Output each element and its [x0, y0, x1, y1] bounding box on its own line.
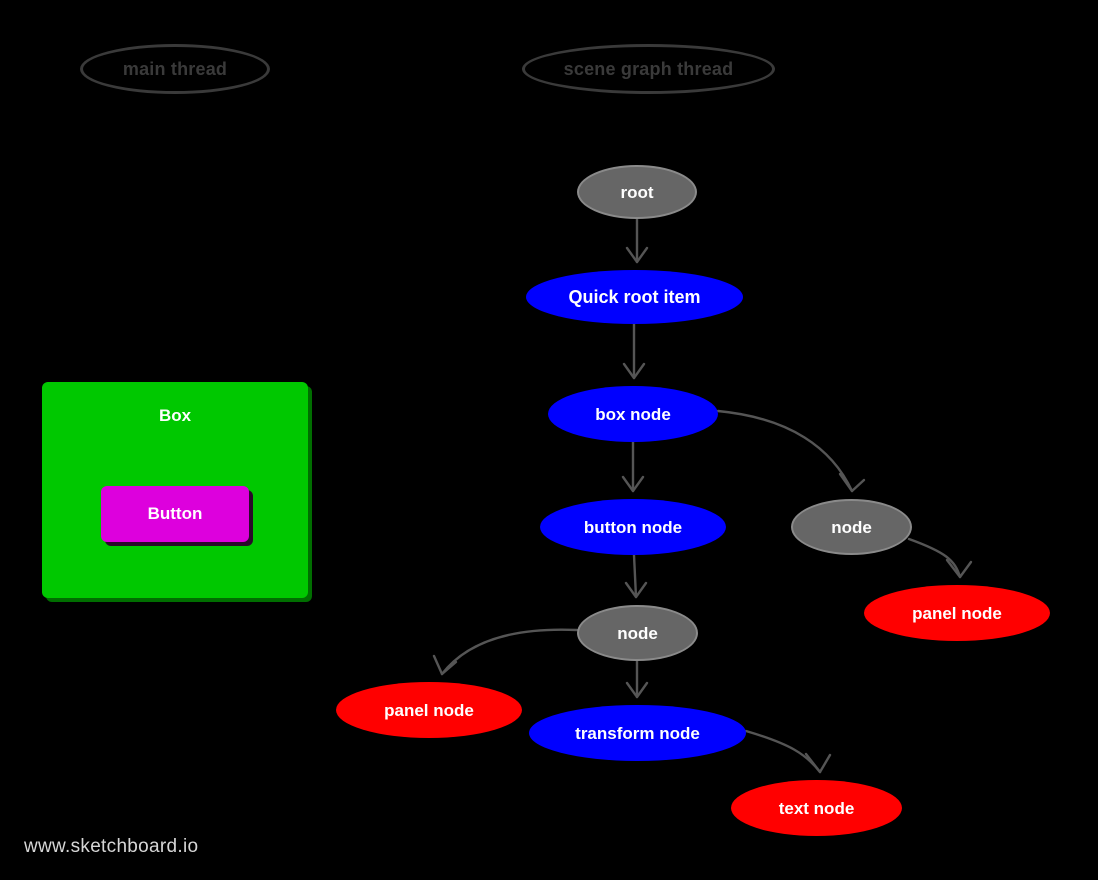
graph-node-label: text node — [778, 798, 855, 818]
graph-node-label: Quick root item — [568, 287, 701, 307]
edge-node-left-to-panel-node-left — [440, 628, 579, 676]
graph-node-label: node — [617, 623, 658, 643]
graph-node-quick-root-item[interactable]: Quick root item — [526, 270, 743, 324]
sketchboard-watermark: www.sketchboard.io — [24, 836, 199, 857]
edge-transform-node-to-text-node — [744, 729, 822, 774]
thread-lane-main-thread[interactable]: main thread — [80, 44, 270, 94]
arrowhead-icon — [945, 558, 973, 579]
graph-node-transform-node[interactable]: transform node — [529, 705, 746, 761]
ui-box-title: Box — [158, 406, 192, 425]
graph-node-panel-node-left[interactable]: panel node — [336, 682, 522, 738]
ui-button-widget[interactable]: Button — [101, 486, 249, 542]
arrowhead-icon — [625, 681, 649, 699]
thread-lane-scene-graph-thread[interactable]: scene graph thread — [522, 44, 775, 94]
arrowhead-icon — [624, 581, 648, 599]
graph-node-box-node[interactable]: box node — [548, 386, 718, 442]
ui-button-label: Button — [147, 504, 203, 523]
graph-node-node-left[interactable]: node — [577, 605, 698, 661]
thread-lane-label: main thread — [122, 58, 228, 79]
graph-node-label: transform node — [575, 723, 700, 743]
graph-node-panel-node-right[interactable]: panel node — [864, 585, 1050, 641]
arrowhead-icon — [838, 472, 866, 493]
arrowhead-icon — [625, 246, 649, 264]
graph-node-label: panel node — [912, 603, 1002, 623]
arrowhead-icon — [621, 475, 645, 493]
arrowhead-icon — [432, 654, 458, 676]
graph-node-label: box node — [595, 404, 671, 424]
graph-node-root[interactable]: root — [577, 165, 697, 219]
edge-node-right-to-panel-node-right — [907, 537, 962, 579]
graph-node-button-node[interactable]: button node — [540, 499, 726, 555]
graph-node-label: button node — [583, 517, 683, 537]
graph-node-label: panel node — [384, 700, 474, 720]
graph-node-label: node — [831, 517, 872, 537]
thread-lane-label: scene graph thread — [563, 58, 734, 79]
edge-button-node-to-node-left — [632, 553, 638, 599]
arrowhead-icon — [622, 362, 646, 380]
graph-node-node-right[interactable]: node — [791, 499, 912, 555]
ui-box-widget[interactable]: Box Button — [42, 382, 308, 598]
arrowhead-icon — [804, 752, 832, 774]
graph-node-label: root — [620, 182, 654, 202]
graph-node-text-node[interactable]: text node — [731, 780, 902, 836]
edge-box-node-to-node-right — [716, 409, 854, 493]
